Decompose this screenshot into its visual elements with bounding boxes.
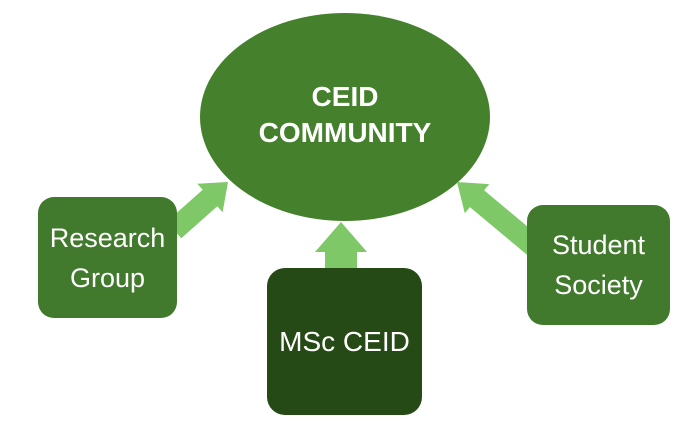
ceid-community-label: CEID COMMUNITY	[259, 79, 432, 151]
ceid-community-label-line2: COMMUNITY	[258, 117, 432, 148]
student-society-label-line1: Student	[551, 230, 646, 260]
student-society-label-line2: Society	[554, 270, 643, 300]
research-group-label-line2: Group	[69, 262, 146, 293]
student-society-node: Student Society	[527, 205, 670, 325]
msc-ceid-node: MSc CEID	[267, 268, 422, 415]
research-group-node: Research Group	[38, 197, 177, 318]
research-group-label: Research Group	[50, 218, 166, 298]
ceid-community-label-line1: CEID	[311, 81, 379, 112]
msc-ceid-label: MSc CEID	[279, 325, 410, 357]
research-group-label-line1: Research	[49, 222, 166, 253]
arrow-research-to-community	[166, 182, 228, 239]
arrow-msc-to-community	[315, 222, 367, 276]
student-society-label: Student Society	[552, 225, 645, 305]
ceid-community-ellipse: CEID COMMUNITY	[200, 13, 490, 221]
